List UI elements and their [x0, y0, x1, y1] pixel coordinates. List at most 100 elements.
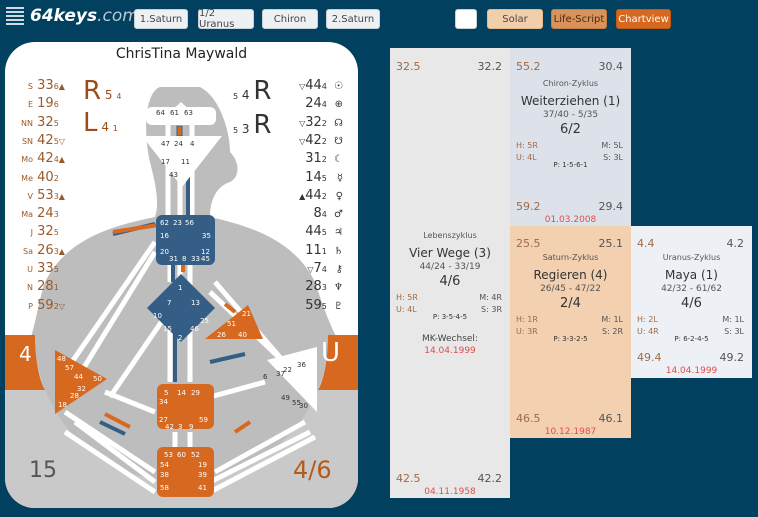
- personality-row[interactable]: ▽422 ☋: [243, 133, 343, 148]
- panel-chiron[interactable]: 55.2 30.4 Chiron-Zyklus Weiterziehen (1)…: [510, 48, 631, 226]
- gate-label[interactable]: 18: [58, 401, 67, 409]
- gate-label[interactable]: 62: [160, 219, 169, 227]
- gate-label[interactable]: 2: [178, 334, 182, 342]
- gate-label[interactable]: 50: [93, 375, 102, 383]
- gate-label[interactable]: 37: [276, 370, 285, 378]
- gate-label[interactable]: 36: [297, 361, 306, 369]
- uranus-half-button[interactable]: 1/2 Uranus: [198, 8, 254, 30]
- design-row[interactable]: Me 402: [17, 170, 59, 185]
- gate-label[interactable]: 16: [160, 232, 169, 240]
- saturn2-button[interactable]: 2.Saturn: [326, 9, 380, 29]
- gate-label[interactable]: 17: [161, 158, 170, 166]
- personality-row[interactable]: 312 ☾: [243, 151, 343, 166]
- gate-label[interactable]: 42: [165, 423, 174, 431]
- gate-label[interactable]: 41: [198, 484, 207, 492]
- gate-label[interactable]: 7: [167, 299, 171, 307]
- gate-label[interactable]: 12: [201, 248, 210, 256]
- personality-row[interactable]: 145 ☿: [243, 170, 343, 185]
- gate-label[interactable]: 39: [198, 471, 207, 479]
- gate-label[interactable]: 51: [227, 320, 236, 328]
- gate-label[interactable]: 32: [77, 385, 86, 393]
- gate-label[interactable]: 1: [178, 284, 182, 292]
- gate-label[interactable]: 61: [170, 109, 179, 117]
- gate-label[interactable]: 5: [164, 389, 168, 397]
- gate-label[interactable]: 25: [200, 317, 209, 325]
- panel-saturn[interactable]: 25.5 25.1 Saturn-Zyklus Regieren (4) 26/…: [510, 226, 631, 438]
- gate-label[interactable]: 11: [181, 158, 190, 166]
- personality-row[interactable]: 244 ⊕: [243, 96, 343, 111]
- gate-label[interactable]: 19: [198, 461, 207, 469]
- personality-row[interactable]: 283 ♆: [243, 279, 343, 294]
- gate-label[interactable]: 35: [202, 232, 211, 240]
- design-row[interactable]: Ma 243: [17, 206, 59, 221]
- saturn1-button[interactable]: 1.Saturn: [134, 9, 188, 29]
- gate-label[interactable]: 54: [160, 461, 169, 469]
- design-row[interactable]: Mo 424▲: [17, 151, 65, 166]
- gate-label[interactable]: 9: [189, 423, 193, 431]
- gate-label[interactable]: 44: [74, 373, 83, 381]
- gate-label[interactable]: 45: [201, 255, 210, 263]
- gate-label[interactable]: 13: [191, 299, 200, 307]
- personality-row[interactable]: ▽444 ☉: [243, 78, 343, 93]
- gate-label[interactable]: 59: [199, 416, 208, 424]
- gate-label[interactable]: 47: [161, 140, 170, 148]
- gate-label[interactable]: 53: [164, 451, 173, 459]
- gate-label[interactable]: 23: [173, 219, 182, 227]
- design-row[interactable]: V 533▲: [17, 188, 65, 203]
- personality-row[interactable]: 84 ♂: [243, 206, 343, 221]
- design-row[interactable]: Sa 263▲: [17, 243, 65, 258]
- gate-label[interactable]: 46: [190, 325, 199, 333]
- gate-label[interactable]: 24: [174, 140, 183, 148]
- logo[interactable]: 64keys.com: [6, 6, 139, 26]
- personality-row[interactable]: ▽74 ⚷: [243, 261, 343, 276]
- gate-label[interactable]: 31: [169, 255, 178, 263]
- gate-label[interactable]: 43: [169, 171, 178, 179]
- gate-label[interactable]: 57: [65, 364, 74, 372]
- gate-label[interactable]: 56: [185, 219, 194, 227]
- gate-label[interactable]: 27: [159, 416, 168, 424]
- gate-label[interactable]: 8: [182, 255, 186, 263]
- gate-label[interactable]: 15: [163, 325, 172, 333]
- gate-label[interactable]: 34: [159, 398, 168, 406]
- gate-label[interactable]: 40: [238, 331, 247, 339]
- gate-label[interactable]: 38: [160, 471, 169, 479]
- panel-uranus[interactable]: 4.4 4.2 Uranus-Zyklus Maya (1) 42/32 - 6…: [631, 226, 752, 378]
- panel-lebenszyklus[interactable]: 32.5 32.2 Lebenszyklus Vier Wege (3) 44/…: [390, 48, 510, 498]
- gate-label[interactable]: 3: [178, 423, 182, 431]
- life-script-button[interactable]: Life-Script: [551, 9, 607, 29]
- personality-row[interactable]: 445 ♃: [243, 224, 343, 239]
- personality-row[interactable]: ▲442 ♀: [243, 188, 343, 203]
- design-row[interactable]: N 281: [17, 279, 59, 294]
- gate-label[interactable]: 63: [184, 109, 193, 117]
- color-swatch-button[interactable]: [455, 9, 477, 29]
- design-row[interactable]: S 336▲: [17, 78, 65, 93]
- gate-label[interactable]: 14: [177, 389, 186, 397]
- gate-label[interactable]: 6: [263, 373, 268, 381]
- chiron-button[interactable]: Chiron: [262, 9, 318, 29]
- gate-label[interactable]: 55: [292, 399, 301, 407]
- gate-label[interactable]: 48: [57, 355, 66, 363]
- gate-label[interactable]: 21: [242, 310, 251, 318]
- gate-label[interactable]: 30: [299, 402, 308, 410]
- design-row[interactable]: NN 325: [17, 115, 59, 130]
- gate-label[interactable]: 22: [283, 366, 292, 374]
- gate-label[interactable]: 64: [156, 109, 165, 117]
- gate-label[interactable]: 33: [191, 255, 200, 263]
- design-row[interactable]: P 592▽: [17, 298, 65, 313]
- design-row[interactable]: SN 425▽: [17, 133, 65, 148]
- personality-row[interactable]: 595 ♇: [243, 298, 343, 313]
- personality-row[interactable]: 111 ♄: [243, 243, 343, 258]
- personality-row[interactable]: ▽322 ☊: [243, 115, 343, 130]
- gate-label[interactable]: 10: [153, 312, 162, 320]
- gate-label[interactable]: 20: [160, 248, 169, 256]
- gate-label[interactable]: 60: [177, 451, 186, 459]
- chartview-button[interactable]: Chartview: [616, 9, 671, 29]
- design-row[interactable]: U 335: [17, 261, 59, 276]
- design-row[interactable]: E 196: [17, 96, 59, 111]
- design-row[interactable]: J 325: [17, 224, 59, 239]
- gate-label[interactable]: 28: [70, 392, 79, 400]
- solar-button[interactable]: Solar: [487, 9, 543, 29]
- gate-label[interactable]: 29: [191, 389, 200, 397]
- gate-label[interactable]: 4: [190, 140, 195, 148]
- gate-label[interactable]: 52: [191, 451, 200, 459]
